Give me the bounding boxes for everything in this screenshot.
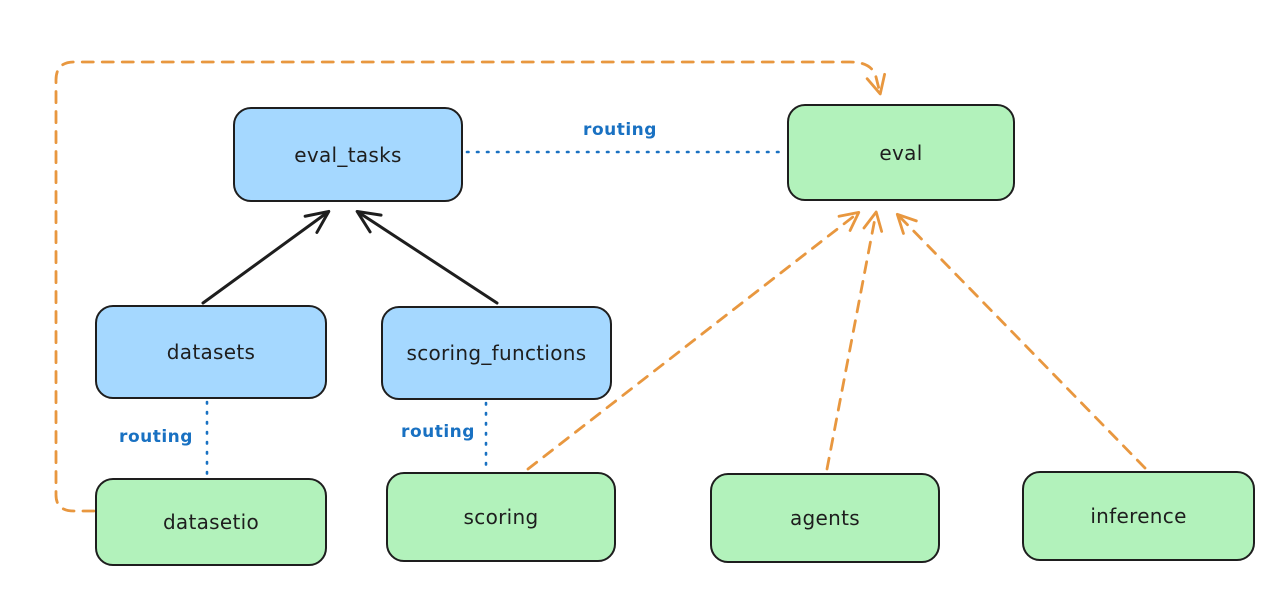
node-eval-label: eval bbox=[879, 140, 923, 165]
node-eval: eval bbox=[787, 104, 1015, 201]
edge-scoring-functions-to-eval-tasks bbox=[355, 209, 499, 305]
node-agents: agents bbox=[710, 473, 940, 563]
edge-label-routing-scoring-functions-scoring: routing bbox=[401, 422, 475, 442]
node-datasets: datasets bbox=[95, 305, 327, 399]
node-scoring-functions: scoring_functions bbox=[381, 306, 612, 400]
node-scoring-label: scoring bbox=[463, 505, 539, 529]
edge-label-routing-datasets-datasetio: routing bbox=[119, 427, 193, 447]
node-inference: inference bbox=[1022, 471, 1255, 561]
edge-label-routing-eval-tasks-eval: routing bbox=[583, 120, 657, 140]
node-eval-tasks: eval_tasks bbox=[233, 107, 463, 202]
node-datasetio-label: datasetio bbox=[162, 510, 260, 534]
node-eval-tasks-label: eval_tasks bbox=[294, 142, 402, 167]
node-scoring-functions-label: scoring_functions bbox=[406, 341, 587, 365]
edge-scoring-to-eval bbox=[526, 210, 861, 471]
node-agents-label: agents bbox=[790, 506, 860, 530]
edge-datasets-to-eval-tasks bbox=[201, 209, 331, 305]
node-scoring: scoring bbox=[386, 472, 616, 562]
edge-agents-to-eval bbox=[825, 210, 884, 471]
edge-inference-to-eval bbox=[895, 212, 1147, 470]
node-inference-label: inference bbox=[1090, 504, 1187, 528]
node-datasets-label: datasets bbox=[166, 340, 256, 364]
edge-datasetio-to-eval bbox=[54, 60, 887, 513]
node-datasetio: datasetio bbox=[95, 478, 327, 566]
